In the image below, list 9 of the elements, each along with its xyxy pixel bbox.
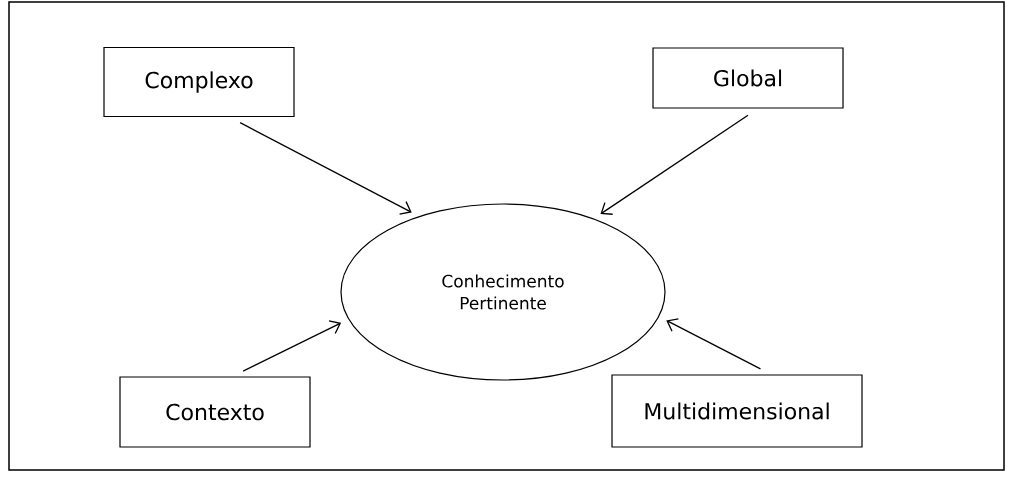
concept-box: Global (652, 47, 844, 109)
arrow (242, 320, 342, 372)
arrow (666, 318, 762, 370)
arrow (600, 114, 749, 215)
arrow (239, 122, 412, 215)
concept-box: Complexo (103, 46, 295, 118)
ellipse-node: Conhecimento Pertinente (340, 203, 666, 381)
concept-box: Contexto (119, 376, 311, 448)
concept-box: Multidimensional (611, 374, 863, 448)
